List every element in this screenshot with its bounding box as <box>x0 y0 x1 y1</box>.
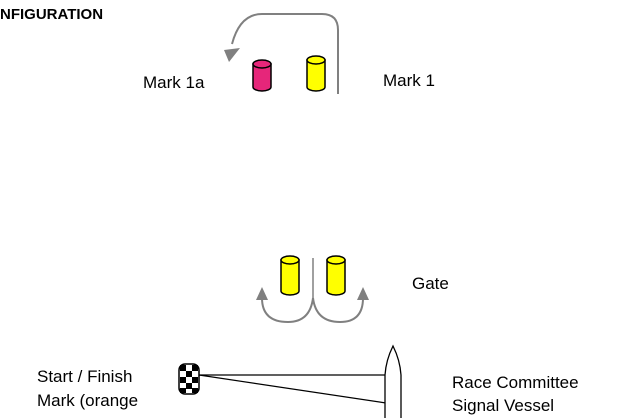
gate-right-rounding-arrow <box>312 297 364 324</box>
gate-left-arrowhead <box>256 287 268 300</box>
start-finish-label-line-2: Mark (orange <box>37 391 139 410</box>
race-committee-vessel-icon <box>384 344 402 418</box>
page-title: NFIGURATION <box>0 6 104 23</box>
start-finish-mark-icon <box>178 363 200 395</box>
gate-left-rounding-arrow <box>261 297 314 324</box>
mark-1-buoy-icon <box>306 55 326 92</box>
gate-left-buoy-icon <box>280 255 300 296</box>
start-finish-label-line-1: Start / Finish <box>37 367 133 386</box>
gate-label: Gate <box>412 274 449 293</box>
gate-right-arrowhead <box>357 287 369 300</box>
mark-1a-buoy-icon <box>252 59 272 92</box>
mark-1a-label: Mark 1a <box>143 73 205 92</box>
race-committee-label-line-1: Race Committee <box>452 373 579 392</box>
mark-1-rounding-arrowhead <box>224 48 240 62</box>
mark-1-label: Mark 1 <box>383 71 435 90</box>
gate-right-buoy-icon <box>326 255 346 296</box>
race-committee-label-line-2: Signal Vessel <box>452 396 555 415</box>
start-finish-line <box>198 374 387 404</box>
mark-1-rounding-arrow <box>231 13 339 94</box>
